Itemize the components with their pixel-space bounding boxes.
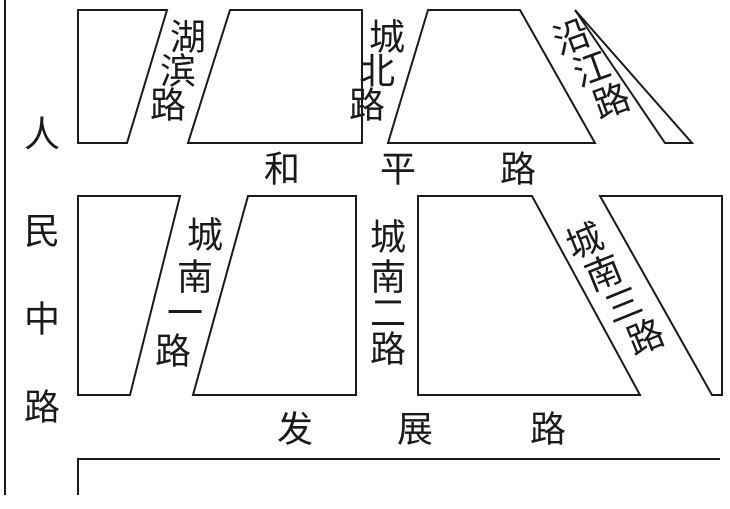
block-middle-4 xyxy=(598,195,723,396)
chengnan-2-road-label-char: 城 xyxy=(370,218,406,259)
heping-road-label-char: 平 xyxy=(380,150,416,191)
fazhan-road-label-char: 路 xyxy=(530,410,566,451)
hubin-road-label-char: 路 xyxy=(150,86,186,127)
chengnan-1-road-label-char: 南 xyxy=(177,258,213,299)
chengbei-road-label-char: 路 xyxy=(349,86,385,127)
renmin-zhong-road-label-char: 人 xyxy=(24,115,60,156)
chengnan-1-road-label-char: 路 xyxy=(155,332,191,373)
heping-road-label-char: 和 xyxy=(264,150,300,191)
chengbei-road-label-char: 北 xyxy=(359,52,395,93)
chengbei-road-label-char: 城 xyxy=(369,18,405,59)
fazhan-road-label-char: 发 xyxy=(277,410,313,451)
road-labels: 人民中路和平路发展路湖滨路城北路沿江路城南一路城南二路城南三路 xyxy=(24,13,670,451)
chengnan-2-road-label-char: 南 xyxy=(370,258,406,299)
block-middle-2 xyxy=(191,195,357,396)
chengnan-2-road-label-char: 路 xyxy=(370,330,406,371)
chengnan-2-road-label-char: 二 xyxy=(370,294,406,335)
renmin-zhong-road-label-char: 路 xyxy=(24,388,60,429)
block-north-2 xyxy=(186,9,363,144)
hubin-road-label-char: 滨 xyxy=(160,52,196,93)
fazhan-road-label-char: 展 xyxy=(397,410,433,451)
chengnan-1-road-label-char: 一 xyxy=(167,294,203,335)
block-north-1 xyxy=(77,9,169,144)
heping-road-label-char: 路 xyxy=(500,150,536,191)
block-middle-1 xyxy=(77,195,182,396)
renmin-zhong-road-label-char: 中 xyxy=(24,300,60,341)
block-middle-3 xyxy=(417,195,642,396)
hubin-road-label-char: 湖 xyxy=(170,18,206,59)
chengnan-1-road-label-char: 城 xyxy=(187,216,223,257)
block-north-4 xyxy=(574,9,695,144)
renmin-zhong-road-label-char: 民 xyxy=(24,212,60,253)
block-north-3 xyxy=(386,9,597,144)
block-south xyxy=(77,458,720,495)
